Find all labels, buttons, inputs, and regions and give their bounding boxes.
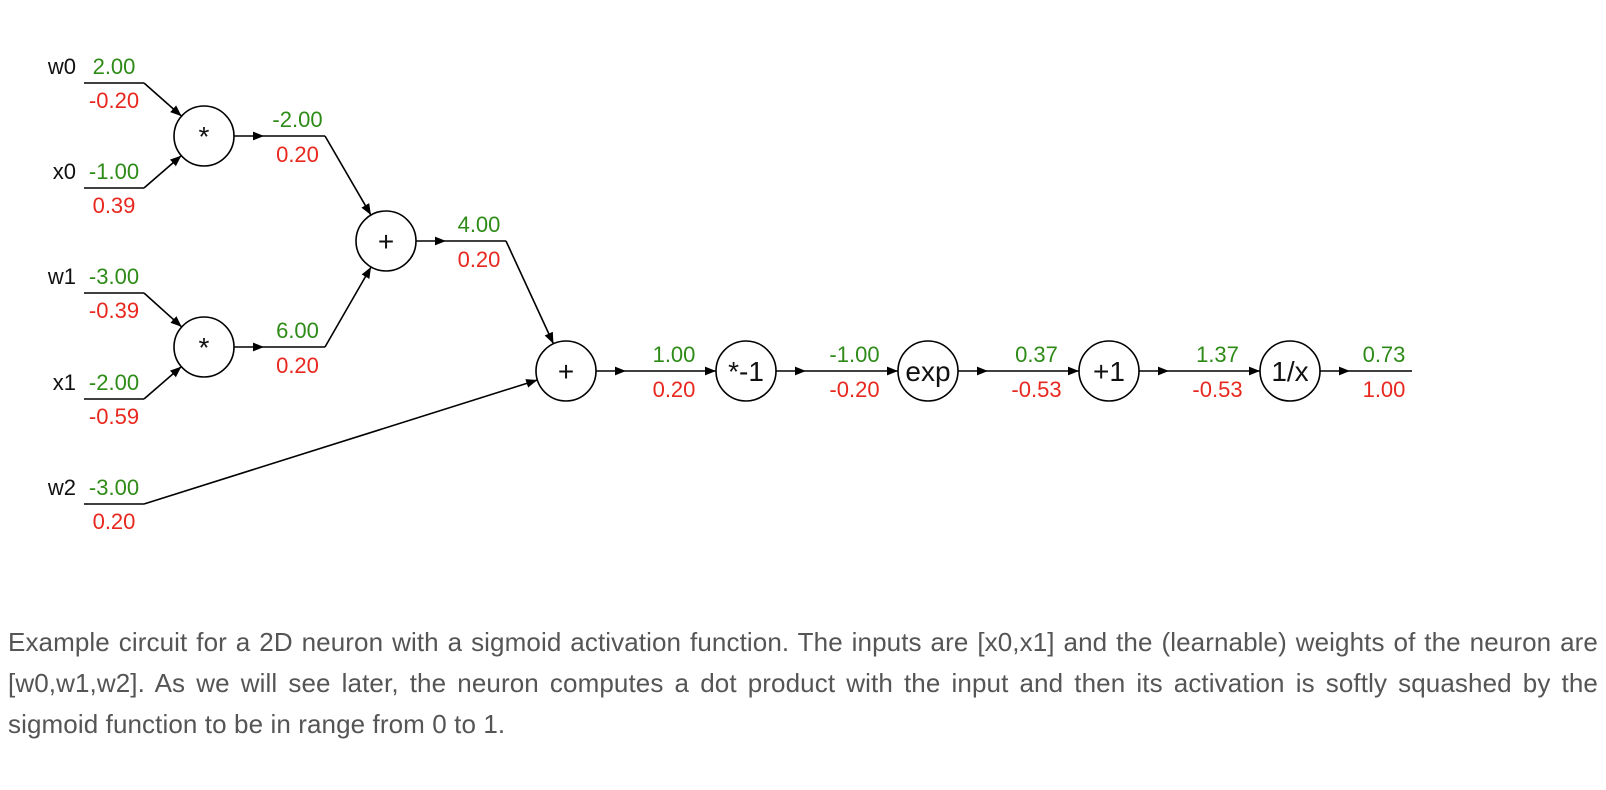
edge-w1-mul1	[143, 292, 183, 328]
input-label-w0: w0	[47, 54, 76, 79]
figure-caption: Example circuit for a 2D neuron with a s…	[8, 627, 1598, 739]
node-add1	[535, 340, 597, 402]
input-value-x0: -1.00	[89, 159, 139, 184]
input-value-w0: 2.00	[93, 54, 136, 79]
value-neg: -1.00	[829, 342, 879, 367]
grad-exp: -0.53	[1011, 377, 1061, 402]
node-op-recip: 1/x	[1271, 356, 1308, 387]
grad-add1: 0.20	[653, 377, 696, 402]
edge-mul1-add0	[324, 266, 372, 348]
input-grad-w2: 0.20	[93, 509, 136, 534]
edge-x1-mul1	[143, 366, 182, 400]
input-label-x0: x0	[53, 159, 76, 184]
grad-mul0: 0.20	[276, 142, 319, 167]
value-mul1: 6.00	[276, 318, 319, 343]
value-add0: 4.00	[458, 212, 501, 237]
node-op-add1: +	[558, 356, 574, 387]
input-label-w1: w1	[47, 264, 76, 289]
node-exp	[897, 340, 959, 402]
node-op-add0: +	[378, 226, 394, 257]
value-mul0: -2.00	[272, 107, 322, 132]
node-op-mul1: *	[199, 332, 210, 363]
node-add0	[355, 210, 417, 272]
input-value-x1: -2.00	[89, 370, 139, 395]
grad-recip: 1.00	[1363, 377, 1406, 402]
circuit-diagram: * * + + *-1 exp +1 1/x w0 2.00 -0.20 x0 -1.00 0.39 w1…	[47, 54, 1412, 534]
input-label-w2: w2	[47, 475, 76, 500]
grad-neg: -0.20	[829, 377, 879, 402]
input-grad-w0: -0.20	[89, 88, 139, 113]
edge-w0-mul0	[143, 82, 183, 117]
input-value-w1: -3.00	[89, 264, 139, 289]
input-grad-x0: 0.39	[93, 193, 136, 218]
grad-mul1: 0.20	[276, 353, 319, 378]
value-add1: 1.00	[653, 342, 696, 367]
input-grad-w1: -0.39	[89, 298, 139, 323]
input-label-x1: x1	[53, 370, 76, 395]
node-op-plus1: +1	[1093, 356, 1125, 387]
node-plus1	[1078, 340, 1140, 402]
edge-x0-mul0	[143, 155, 182, 189]
node-op-exp: exp	[905, 356, 950, 387]
node-recip	[1259, 340, 1321, 402]
value-plus1: 1.37	[1196, 342, 1239, 367]
node-neg	[715, 340, 777, 402]
edge-add0-add1	[505, 240, 555, 345]
node-op-mul0: *	[199, 121, 210, 152]
node-op-neg: *-1	[728, 356, 764, 387]
edge-w2-add1	[143, 379, 538, 505]
grad-add0: 0.20	[458, 247, 501, 272]
node-mul1	[173, 316, 235, 378]
edge-mul0-add0	[324, 135, 372, 216]
value-exp: 0.37	[1015, 342, 1058, 367]
node-mul0	[173, 105, 235, 167]
input-grad-x1: -0.59	[89, 404, 139, 429]
value-recip: 0.73	[1363, 342, 1406, 367]
grad-plus1: -0.53	[1192, 377, 1242, 402]
input-value-w2: -3.00	[89, 475, 139, 500]
